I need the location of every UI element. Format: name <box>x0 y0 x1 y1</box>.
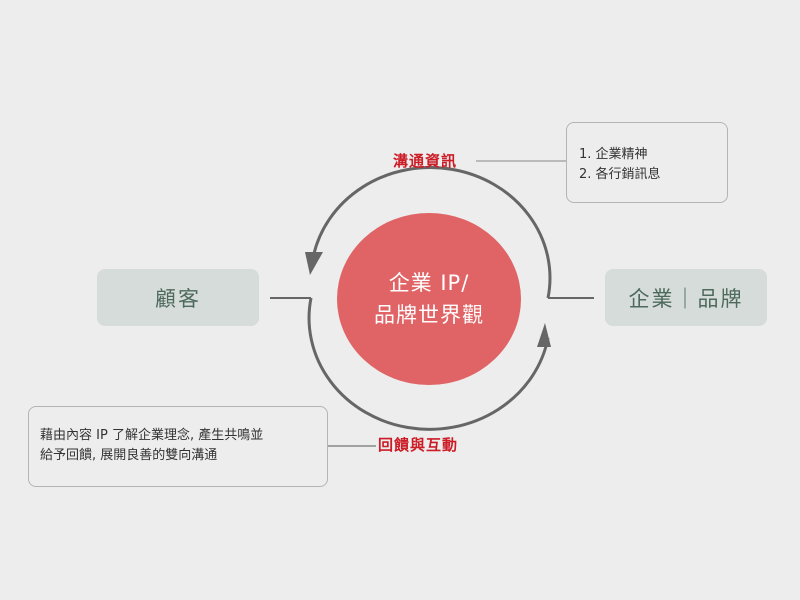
lower-arrowhead-icon <box>537 323 551 347</box>
feedback-note-line: 給予回饋, 展開良善的雙向溝通 <box>40 448 218 463</box>
communication-item: 1. 企業精神 <box>579 147 648 162</box>
communication-note: 1. 企業精神 2. 各行銷訊息 <box>566 122 728 203</box>
upper-cycle-arc <box>311 166 552 299</box>
customer-node: 顧客 <box>97 269 259 326</box>
customer-node-label: 顧客 <box>155 286 201 311</box>
feedback-label: 回饋與互動 <box>378 436 459 454</box>
center-title-line2: 品牌世界觀 <box>374 303 484 327</box>
center-title-line1: 企業 IP/ <box>388 271 470 295</box>
brand-node-label: 企業｜品牌 <box>628 286 744 311</box>
communication-label: 溝通資訊 <box>393 152 458 170</box>
communication-item: 2. 各行銷訊息 <box>579 167 661 182</box>
lower-cycle-arc <box>307 297 550 431</box>
feedback-note: 藉由內容 IP 了解企業理念, 產生共鳴並 給予回饋, 展開良善的雙向溝通 <box>28 406 328 487</box>
brand-node: 企業｜品牌 <box>605 269 767 326</box>
upper-arrowhead-icon <box>305 252 323 275</box>
feedback-note-line: 藉由內容 IP 了解企業理念, 產生共鳴並 <box>40 428 264 443</box>
center-circle: 企業 IP/ 品牌世界觀 <box>337 213 521 385</box>
